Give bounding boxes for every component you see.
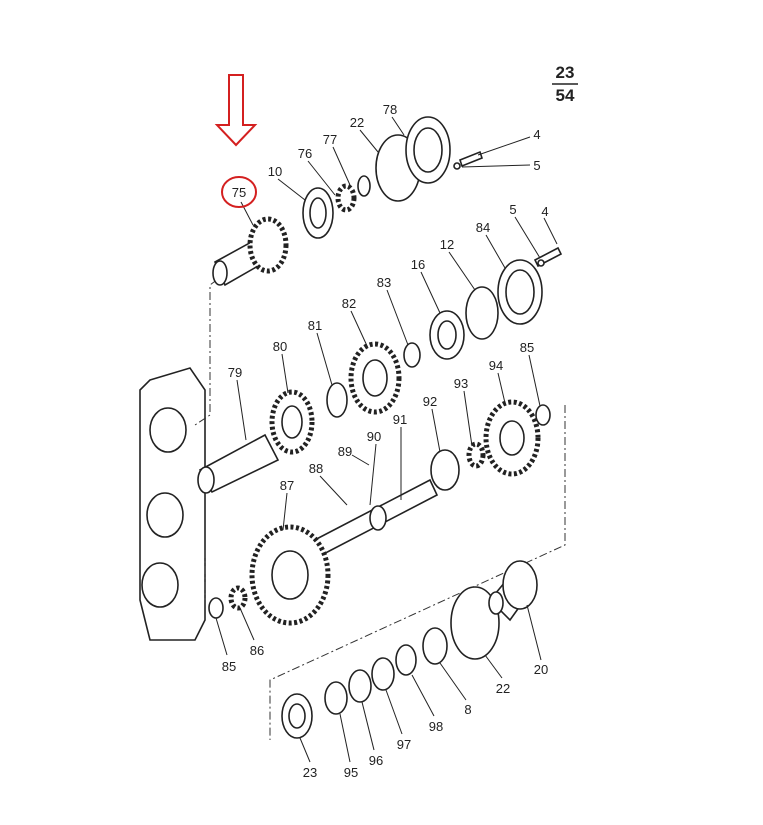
part-label: 85 [520,340,534,355]
part-label: 22 [496,681,510,696]
page-number: 23 54 [552,63,578,105]
part-label: 85 [222,659,236,674]
main-shaft-assembly [208,399,551,626]
part-label-highlighted: 75 [232,185,246,200]
countershaft-assembly [197,259,543,494]
output-assembly [281,560,538,739]
part-label: 91 [393,412,407,427]
part-label: 22 [350,115,364,130]
part-label: 10 [268,164,282,179]
part-label: 76 [298,146,312,161]
down-arrow-icon [214,74,258,147]
part-label: 81 [308,318,322,333]
part-label: 5 [533,158,540,173]
part-label: 82 [342,296,356,311]
part-label: 95 [344,765,358,780]
part-label: 8 [464,702,471,717]
part-label: 96 [369,753,383,768]
part-label: 92 [423,394,437,409]
part-label: 4 [533,127,540,142]
part-label: 4 [541,204,548,219]
part-label: 16 [411,257,425,272]
part-label: 5 [509,202,516,217]
part-label: 97 [397,737,411,752]
part-label: 94 [489,358,503,373]
highlight-circle [221,176,257,208]
part-labels: 78 22 4 5 77 76 10 75 4 5 84 12 16 83 82… [222,102,549,780]
part-label: 93 [454,376,468,391]
part-label: 88 [309,461,323,476]
input-shaft-assembly [212,116,563,287]
part-label: 89 [338,444,352,459]
page-number-current: 23 [556,63,575,82]
part-label: 98 [429,719,443,734]
part-label: 12 [440,237,454,252]
part-label: 78 [383,102,397,117]
part-label: 79 [228,365,242,380]
page-number-total: 54 [556,86,575,105]
assembly-line [269,405,566,740]
part-label: 84 [476,220,490,235]
part-label: 23 [303,765,317,780]
part-label: 83 [377,275,391,290]
part-label: 80 [273,339,287,354]
part-label: 90 [367,429,381,444]
part-label: 87 [280,478,294,493]
part-label: 86 [250,643,264,658]
part-label: 77 [323,132,337,147]
part-label: 20 [534,662,548,677]
